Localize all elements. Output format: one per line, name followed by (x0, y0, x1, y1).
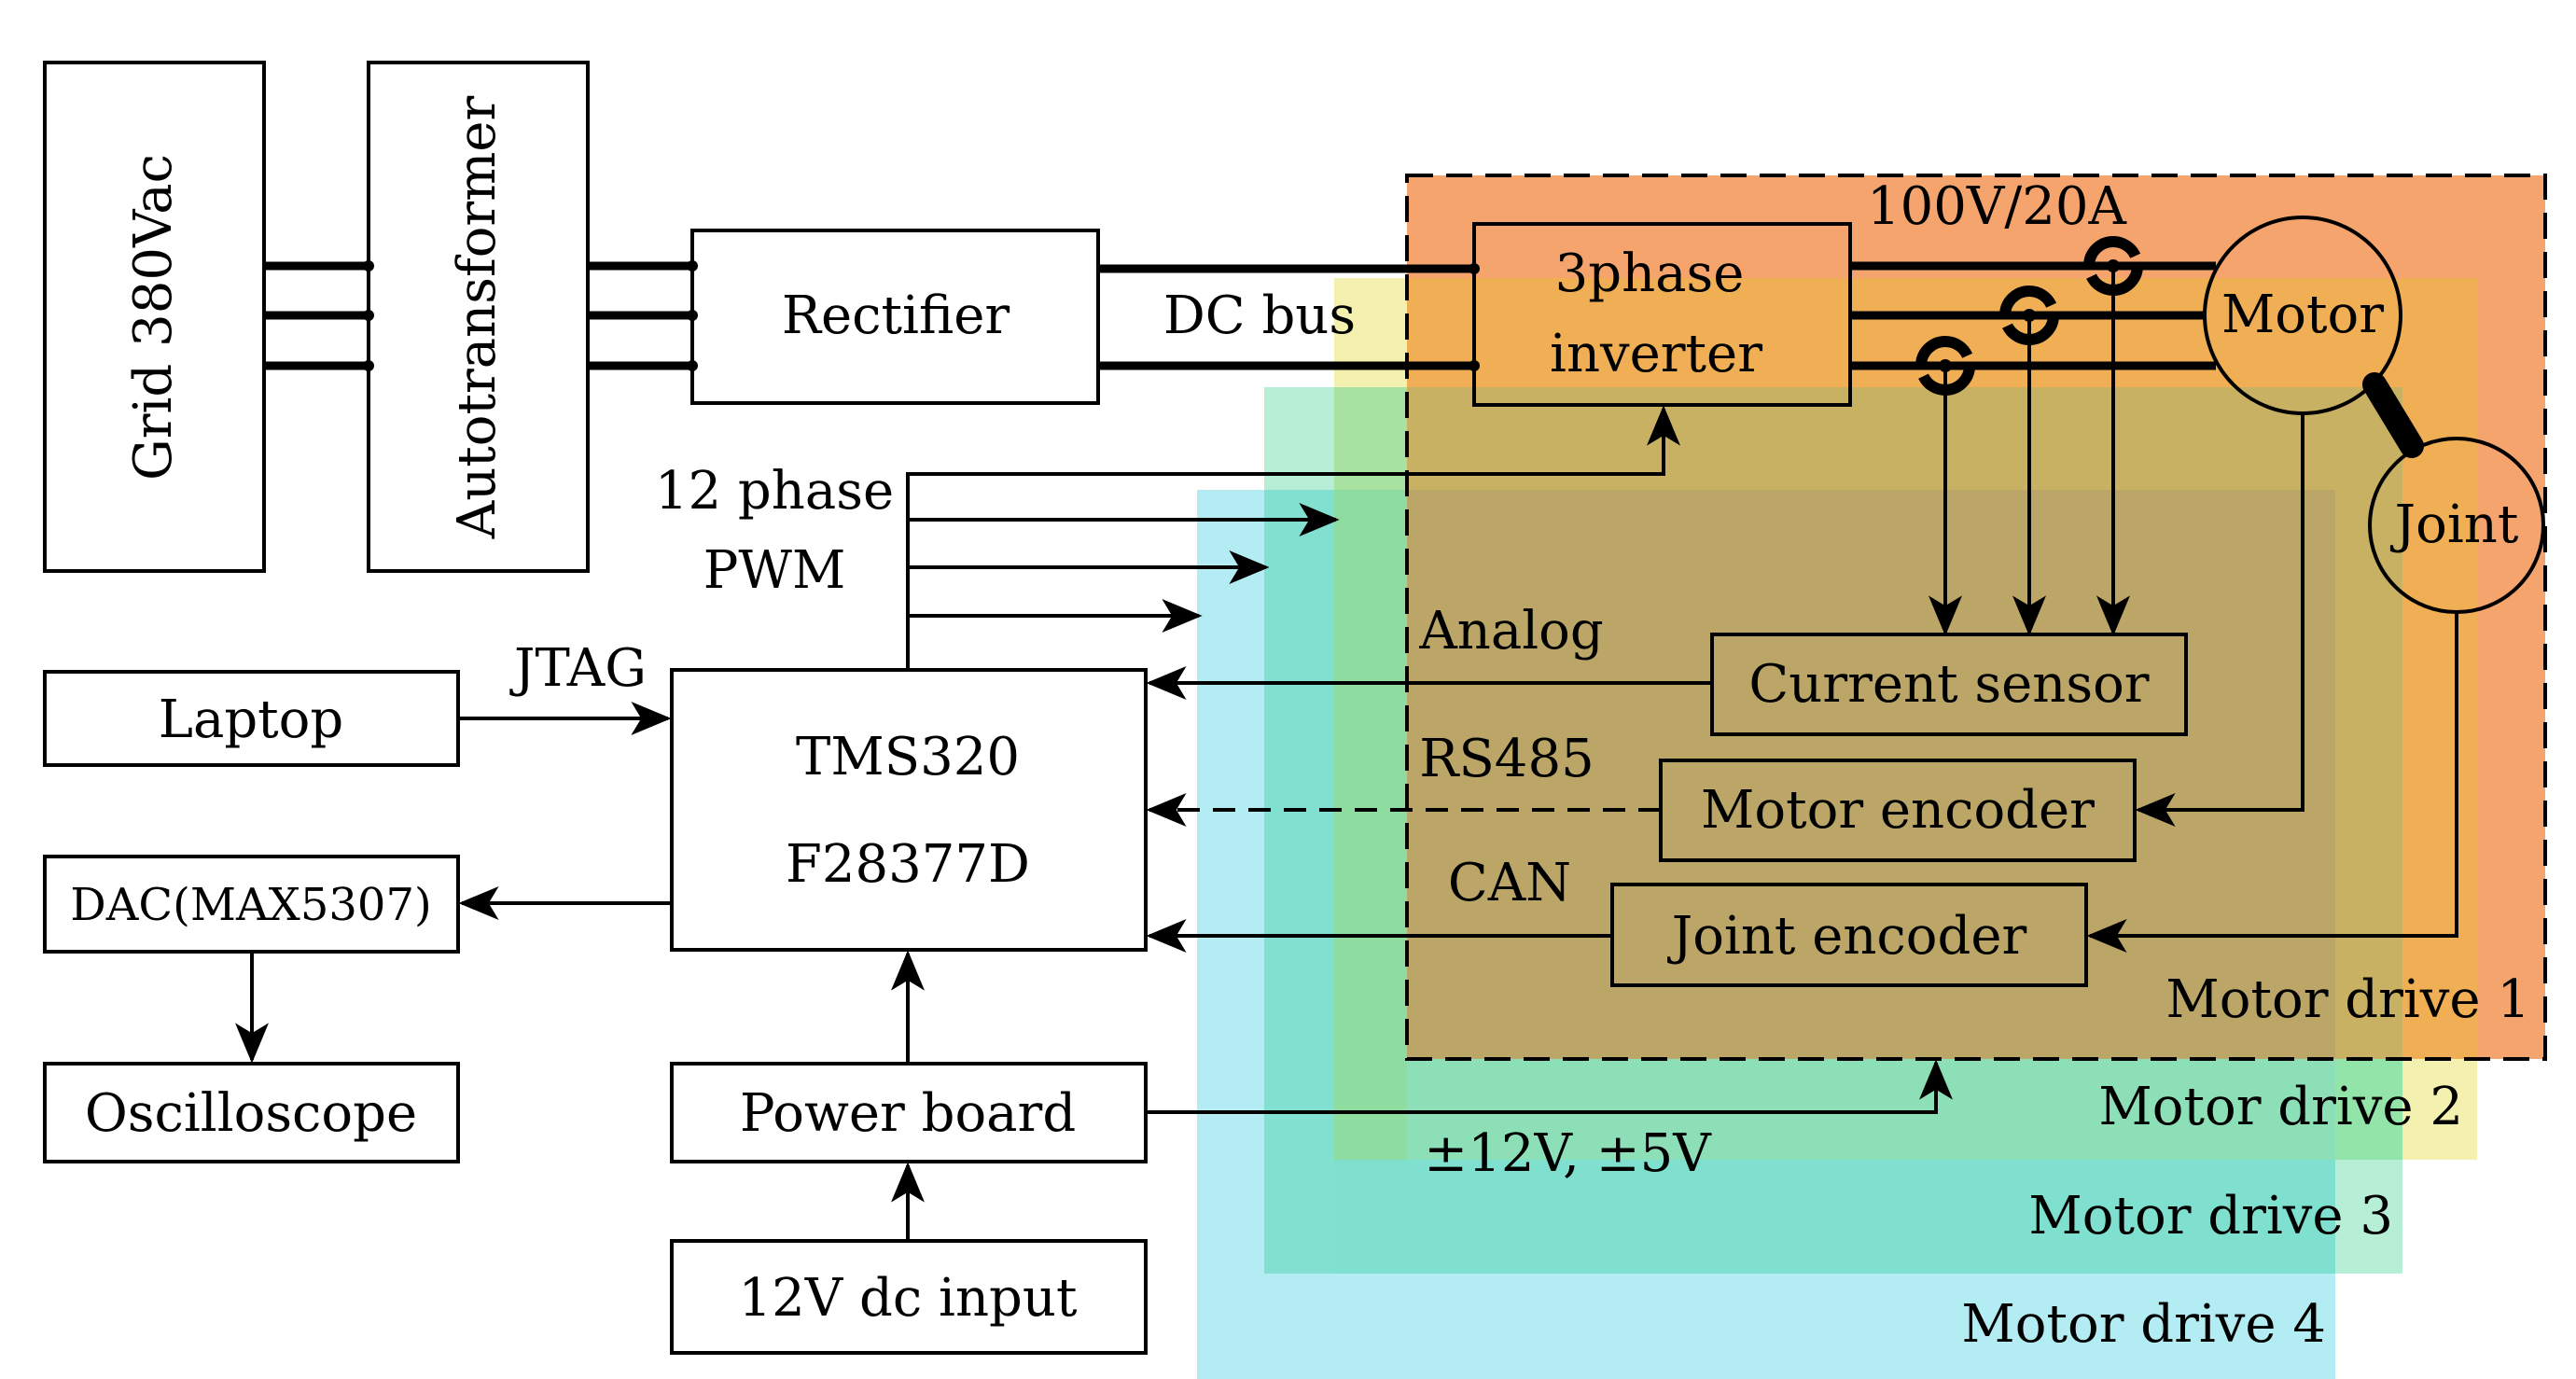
current-sensor-label: Current sensor (1748, 654, 2149, 715)
dc-input-block (670, 1239, 1148, 1355)
mcu-label-1: TMS320 (796, 727, 1020, 787)
dc-input-label: 12V dc input (739, 1268, 1078, 1329)
laptop-label: Laptop (159, 690, 344, 750)
mcu-block (670, 668, 1148, 952)
inverter-label-2: inverter (1550, 324, 1762, 384)
rectifier-label: Rectifier (782, 286, 1010, 346)
overlap-3-4 (1264, 1160, 2335, 1274)
laptop-block (43, 670, 460, 767)
grid-label: Grid 380Vac (123, 154, 184, 481)
overlap-2-3-4-left (1334, 490, 1407, 1160)
diagram-text: Grid 380Vac Autotransformer Rectifier DC… (70, 96, 2519, 1329)
overlap-3-4-left (1264, 490, 1334, 1274)
analog-label: Analog (1418, 601, 1603, 662)
motor-drive-3-label: Motor drive 3 (2028, 1186, 2393, 1247)
motor-encoder-label: Motor encoder (1701, 780, 2095, 841)
joint-encoder-label: Joint encoder (1667, 906, 2027, 967)
motor-drive-2-label: Motor drive 2 (2098, 1077, 2463, 1137)
pwm-label-1: 12 phase (655, 461, 894, 522)
overlap-1-4 (1407, 490, 2335, 1059)
power-lines (264, 261, 2424, 458)
line-dots (363, 260, 1480, 371)
rating-label: 100V/20A (1867, 176, 2126, 237)
motor-label: Motor (2221, 285, 2384, 345)
signal-lines (235, 266, 2458, 1241)
mcu-label-2: F28377D (786, 834, 1030, 895)
inverter-label-1: 3phase (1555, 244, 1745, 304)
drive-panels (1197, 174, 2547, 1379)
supply-label: ±12V, ±5V (1424, 1123, 1712, 1184)
motor-drive-1-border (1405, 174, 2547, 1061)
power-board-label: Power board (740, 1083, 1076, 1144)
oscilloscope-label: Oscilloscope (85, 1083, 417, 1144)
power-board-block (670, 1062, 1148, 1163)
drive-labels: Motor drive 1 Motor drive 2 Motor drive … (1961, 969, 2530, 1355)
can-label: CAN (1448, 853, 1571, 913)
joint-label: Joint (2390, 494, 2519, 555)
jtag-label: JTAG (509, 638, 647, 699)
motor-drive-4-label: Motor drive 4 (1961, 1294, 2326, 1355)
dc-bus-label: DC bus (1163, 286, 1356, 346)
dac-label: DAC(MAX5307) (70, 879, 431, 931)
pwm-label-2: PWM (703, 540, 846, 601)
autotransformer-label: Autotransformer (447, 96, 508, 540)
rs485-label: RS485 (1419, 729, 1594, 789)
overlap-2-4 (1334, 1059, 2335, 1160)
motor-drive-1-label: Motor drive 1 (2165, 969, 2530, 1030)
oscilloscope-block (43, 1062, 460, 1163)
